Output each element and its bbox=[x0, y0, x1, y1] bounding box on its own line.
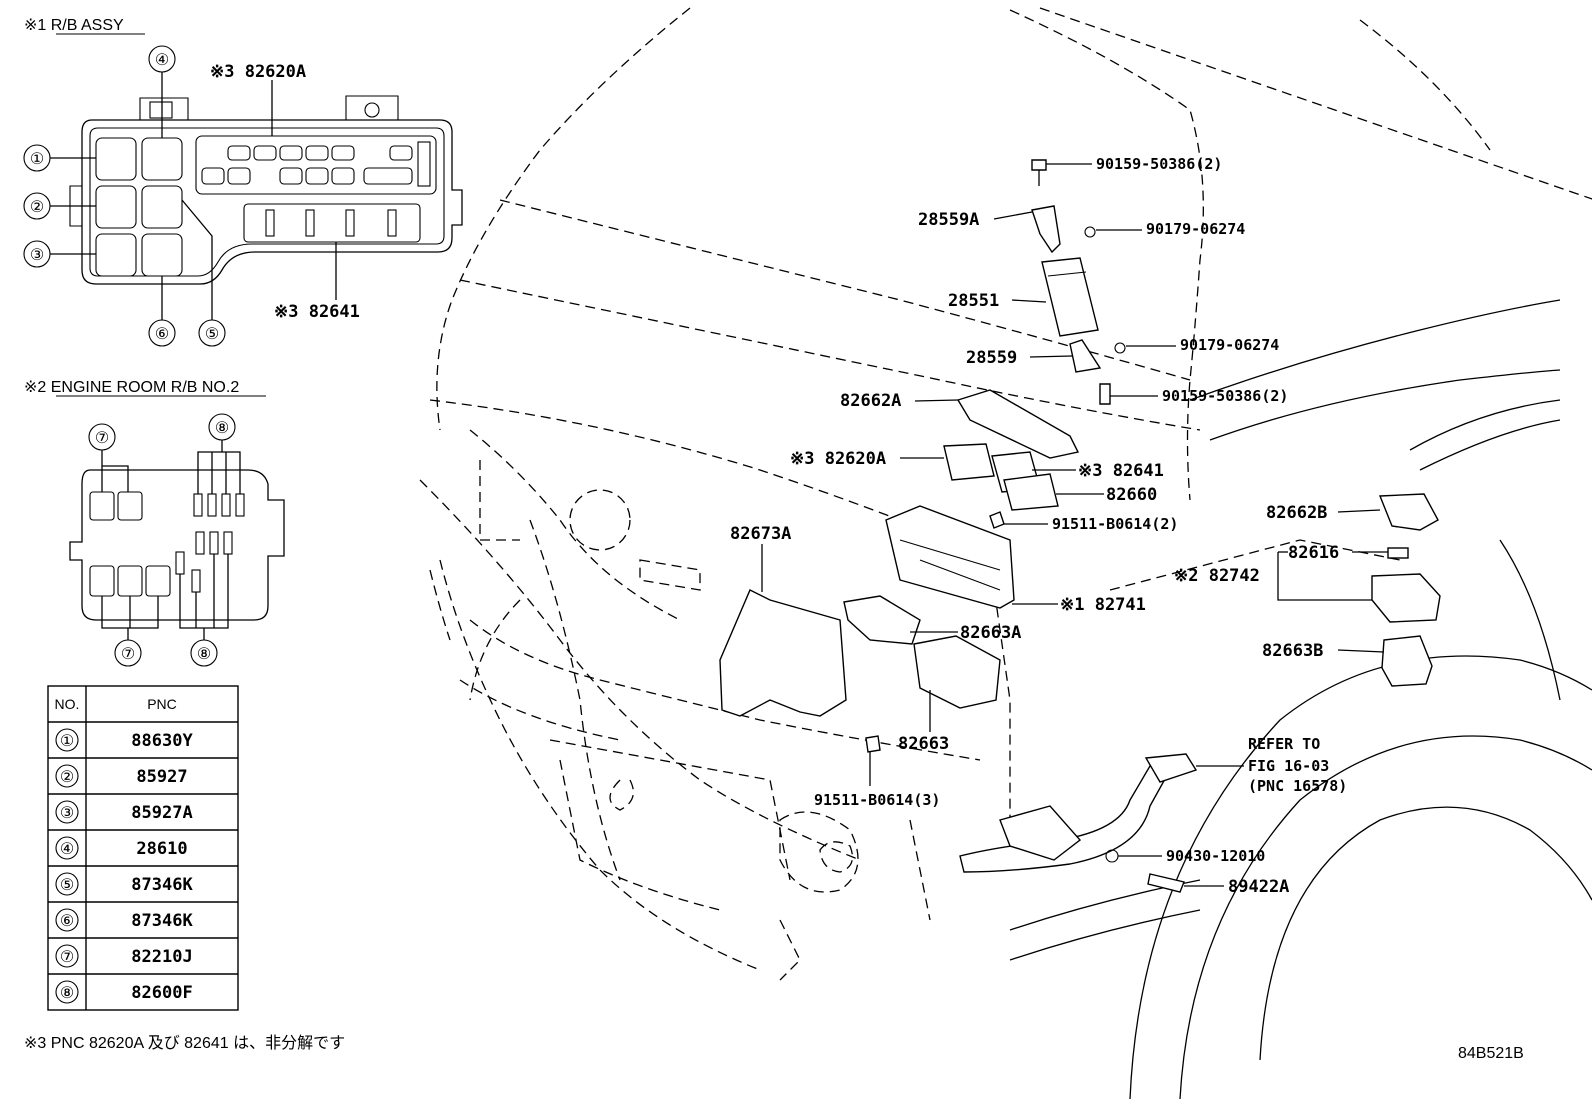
table-row-pnc: 28610 bbox=[136, 839, 187, 859]
label-82620A-panel1: ※3 82620A bbox=[210, 62, 306, 82]
leader-lines bbox=[761, 163, 1388, 887]
table-row-pnc: 87346K bbox=[131, 911, 193, 931]
callout-6: ⑥ bbox=[155, 326, 169, 343]
table-row-pnc: 82600F bbox=[131, 983, 192, 1003]
table-row-pnc: 85927 bbox=[136, 767, 187, 787]
table-row-no: ② bbox=[60, 769, 74, 786]
footnote: ※3 PNC 82620A 及び 82641 は、非分解です bbox=[24, 1034, 345, 1052]
part-label-82663: 82663 bbox=[898, 734, 949, 754]
table-row-no: ⑦ bbox=[60, 949, 74, 966]
part-label-28551: 28551 bbox=[948, 291, 999, 311]
refer-fig-label: FIG 16-03 bbox=[1248, 757, 1329, 775]
label-82641-panel1: ※3 82641 bbox=[274, 302, 360, 322]
part-label-82620A: ※3 82620A bbox=[790, 449, 886, 469]
callout-1: ① bbox=[30, 151, 44, 168]
table-row-pnc: 82210J bbox=[131, 947, 192, 967]
part-label-91511-B0614-2: 91511-B0614(2) bbox=[1052, 515, 1178, 533]
part-label-90159-50386-bottom: 90159-50386(2) bbox=[1162, 387, 1288, 405]
part-label-82662B: 82662B bbox=[1266, 503, 1327, 523]
diagram-code: 84B521B bbox=[1458, 1045, 1524, 1062]
vehicle-outline bbox=[419, 7, 1592, 1099]
table-row-pnc: 85927A bbox=[131, 803, 192, 823]
callout-8-top: ⑧ bbox=[215, 420, 229, 437]
part-label-82660: 82660 bbox=[1106, 485, 1157, 505]
part-label-90179-06274-bottom: 90179-06274 bbox=[1180, 336, 1279, 354]
part-label-90430-12010: 90430-12010 bbox=[1166, 847, 1265, 865]
callout-7-top: ⑦ bbox=[95, 430, 109, 447]
part-label-82663B: 82663B bbox=[1262, 641, 1323, 661]
callout-8-bottom: ⑧ bbox=[197, 646, 211, 663]
callout-5: ⑤ bbox=[205, 326, 219, 343]
part-label-90179-06274-top: 90179-06274 bbox=[1146, 220, 1245, 238]
part-label-82641: ※3 82641 bbox=[1078, 461, 1164, 481]
table-header-no: NO. bbox=[55, 696, 80, 712]
callout-3: ③ bbox=[30, 247, 44, 264]
engine-room-rb-panel: ※2 ENGINE ROOM R/B NO.2 ⑦ ⑧ bbox=[24, 379, 285, 667]
table-row-no: ⑤ bbox=[60, 877, 74, 894]
refer-pnc-label: (PNC 16578) bbox=[1248, 777, 1347, 795]
part-label-82663A: 82663A bbox=[960, 623, 1021, 643]
part-label-82662A: 82662A bbox=[840, 391, 901, 411]
callout-2: ② bbox=[30, 199, 44, 216]
refer-to-label: REFER TO bbox=[1248, 735, 1320, 753]
rb-assy-panel: ※1 R/B ASSY bbox=[23, 17, 463, 347]
callout-7-bottom: ⑦ bbox=[121, 646, 135, 663]
part-label-82741: ※1 82741 bbox=[1060, 595, 1146, 615]
callout-4: ④ bbox=[155, 52, 169, 69]
table-row-no: ⑥ bbox=[60, 913, 74, 930]
part-label-82673A: 82673A bbox=[730, 524, 791, 544]
part-label-28559A: 28559A bbox=[918, 210, 979, 230]
table-row-no: ① bbox=[60, 733, 74, 750]
table-row-no: ③ bbox=[60, 805, 74, 822]
part-label-82742: ※2 82742 bbox=[1174, 566, 1260, 586]
rb-assy-header: ※1 R/B ASSY bbox=[24, 17, 124, 34]
part-label-90159-50386-top: 90159-50386(2) bbox=[1096, 155, 1222, 173]
table-row-no: ④ bbox=[60, 841, 74, 858]
table-header-pnc: PNC bbox=[147, 696, 177, 712]
part-label-28559: 28559 bbox=[966, 348, 1017, 368]
table-row-pnc: 88630Y bbox=[131, 731, 193, 751]
part-label-89422A: 89422A bbox=[1228, 877, 1289, 897]
table-row-no: ⑧ bbox=[60, 985, 74, 1002]
part-shapes bbox=[719, 159, 1441, 893]
part-labels: 90159-50386(2) 28559A 90179-06274 28551 … bbox=[730, 155, 1347, 897]
engine-room-rb-header: ※2 ENGINE ROOM R/B NO.2 bbox=[24, 379, 239, 396]
part-label-82616: 82616 bbox=[1288, 543, 1339, 563]
part-label-91511-B0614-3: 91511-B0614(3) bbox=[814, 791, 940, 809]
table-row-pnc: 87346K bbox=[131, 875, 193, 895]
pnc-table: NO. PNC ① 88630Y ② 85927 ③ 85927A ④ 2861… bbox=[47, 685, 239, 1011]
